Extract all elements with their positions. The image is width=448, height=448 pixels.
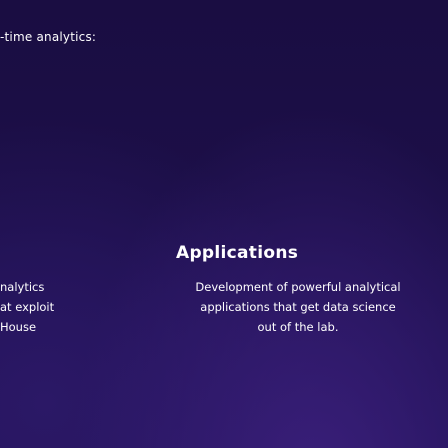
applications-description: Development of powerful analytical appli… [174, 277, 422, 337]
left-line-2: at exploit [0, 300, 55, 314]
left-line-3: House [0, 320, 37, 334]
left-column-text: nalytics at exploit House [0, 277, 54, 337]
description-line-2: applications that get data science [200, 300, 396, 314]
left-line-1: nalytics [0, 280, 45, 294]
description-line-3: out of the lab. [257, 320, 339, 334]
description-line-1: Development of powerful analytical [195, 280, 401, 294]
intro-text: -time analytics: [0, 30, 97, 44]
applications-heading: Applications [176, 243, 299, 263]
